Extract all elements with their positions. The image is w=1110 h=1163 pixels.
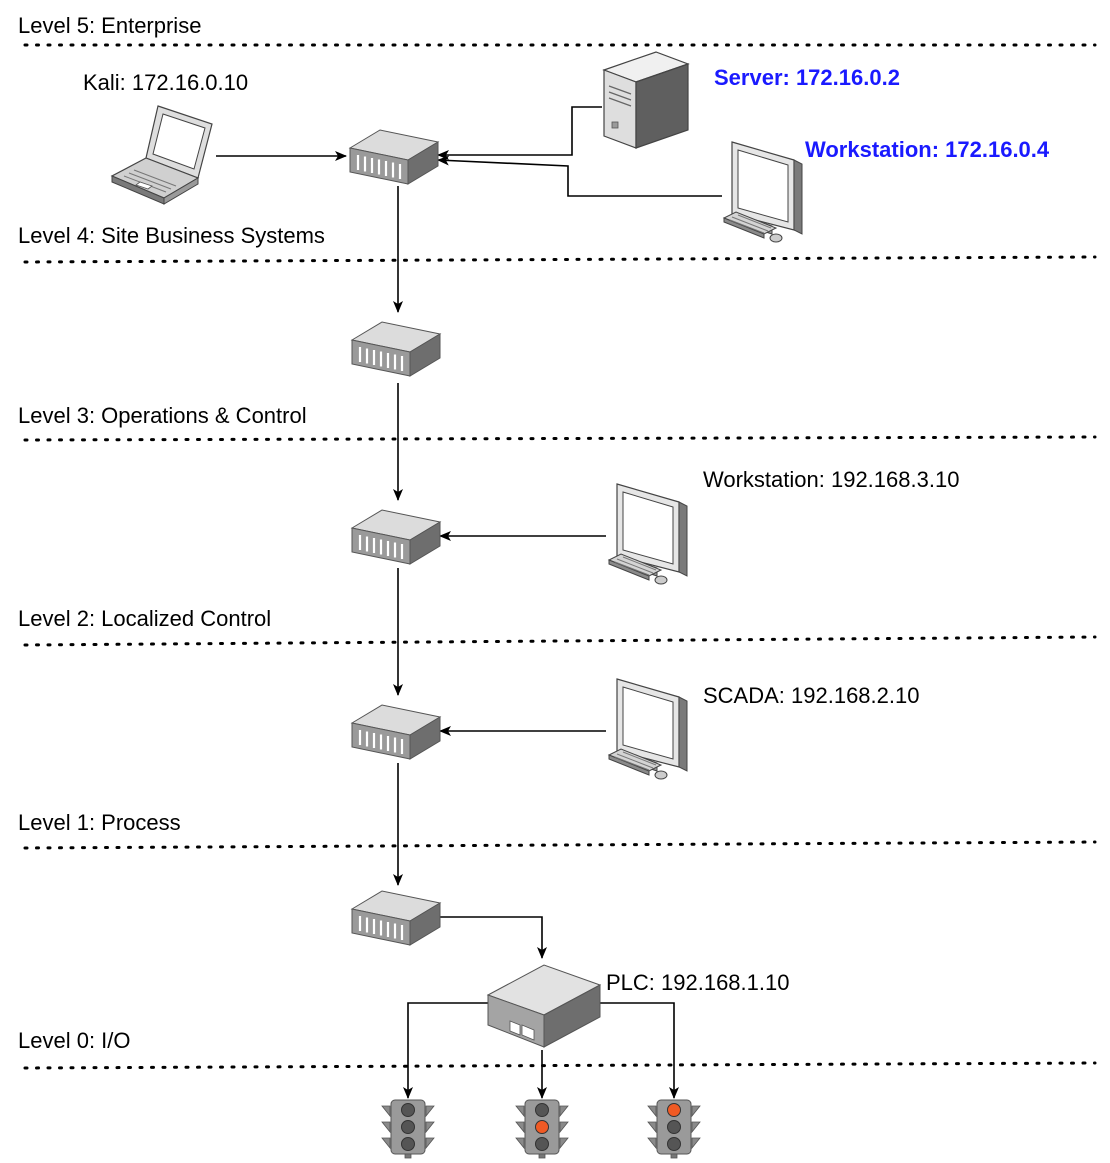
- light-left-bottom-lamp: [401, 1137, 415, 1151]
- light-middle-top-lamp: [535, 1103, 549, 1117]
- separator-level-3: [23, 435, 1097, 442]
- light-right-icon: [647, 1099, 701, 1159]
- separator-level-2: [23, 635, 1097, 647]
- kali-label: Kali: 172.16.0.10: [83, 70, 248, 95]
- kali-laptop-icon: [111, 105, 213, 205]
- server-icon: [603, 51, 689, 149]
- light-left-middle-lamp: [401, 1120, 415, 1134]
- light-left-icon: [381, 1099, 435, 1159]
- separator-level-4: [23, 255, 1097, 264]
- light-right-top-lamp: [667, 1103, 681, 1117]
- level-1-label: Level 1: Process: [18, 810, 181, 835]
- level-5-label: Level 5: Enterprise: [18, 13, 201, 38]
- switch-level-1: [350, 889, 442, 947]
- link-plc-to-light-left: [403, 1002, 490, 1099]
- switch-level-4: [350, 320, 442, 378]
- ops-workstation-icon: [608, 483, 688, 585]
- link-plc-to-light-right: [594, 1002, 679, 1099]
- server-label: Server: 172.16.0.2: [714, 65, 900, 90]
- ops-workstation-label: Workstation: 192.168.3.10: [703, 467, 959, 492]
- scada-workstation-icon: [608, 678, 688, 780]
- link-server-to-switch: [437, 106, 602, 160]
- traffic-lights: [381, 1099, 701, 1159]
- separator-level-1: [23, 840, 1097, 850]
- light-middle-middle-lamp: [535, 1120, 549, 1134]
- level-4-label: Level 4: Site Business Systems: [18, 223, 325, 248]
- plc-label: PLC: 192.168.1.10: [606, 970, 789, 995]
- link-workstation-to-switch: [437, 155, 722, 197]
- switch-level-5: [348, 128, 440, 186]
- switch-level-3: [350, 508, 442, 566]
- plc-icon: [486, 964, 602, 1048]
- light-middle-icon: [515, 1099, 569, 1159]
- level-2-label: Level 2: Localized Control: [18, 606, 271, 631]
- scada-label: SCADA: 192.168.2.10: [703, 683, 919, 708]
- level-0-label: Level 0: I/O: [18, 1028, 131, 1053]
- light-right-bottom-lamp: [667, 1137, 681, 1151]
- enterprise-workstation-icon: [723, 141, 803, 243]
- switch-level-2: [350, 703, 442, 761]
- level-3-label: Level 3: Operations & Control: [18, 403, 307, 428]
- light-left-top-lamp: [401, 1103, 415, 1117]
- light-middle-bottom-lamp: [535, 1137, 549, 1151]
- link-l1-switch-to-plc: [440, 916, 547, 959]
- light-right-middle-lamp: [667, 1120, 681, 1134]
- separator-level-0: [23, 1061, 1097, 1070]
- level-separators: [23, 43, 1097, 1070]
- connections: [216, 106, 722, 1099]
- enterprise-workstation-label: Workstation: 172.16.0.4: [805, 137, 1050, 162]
